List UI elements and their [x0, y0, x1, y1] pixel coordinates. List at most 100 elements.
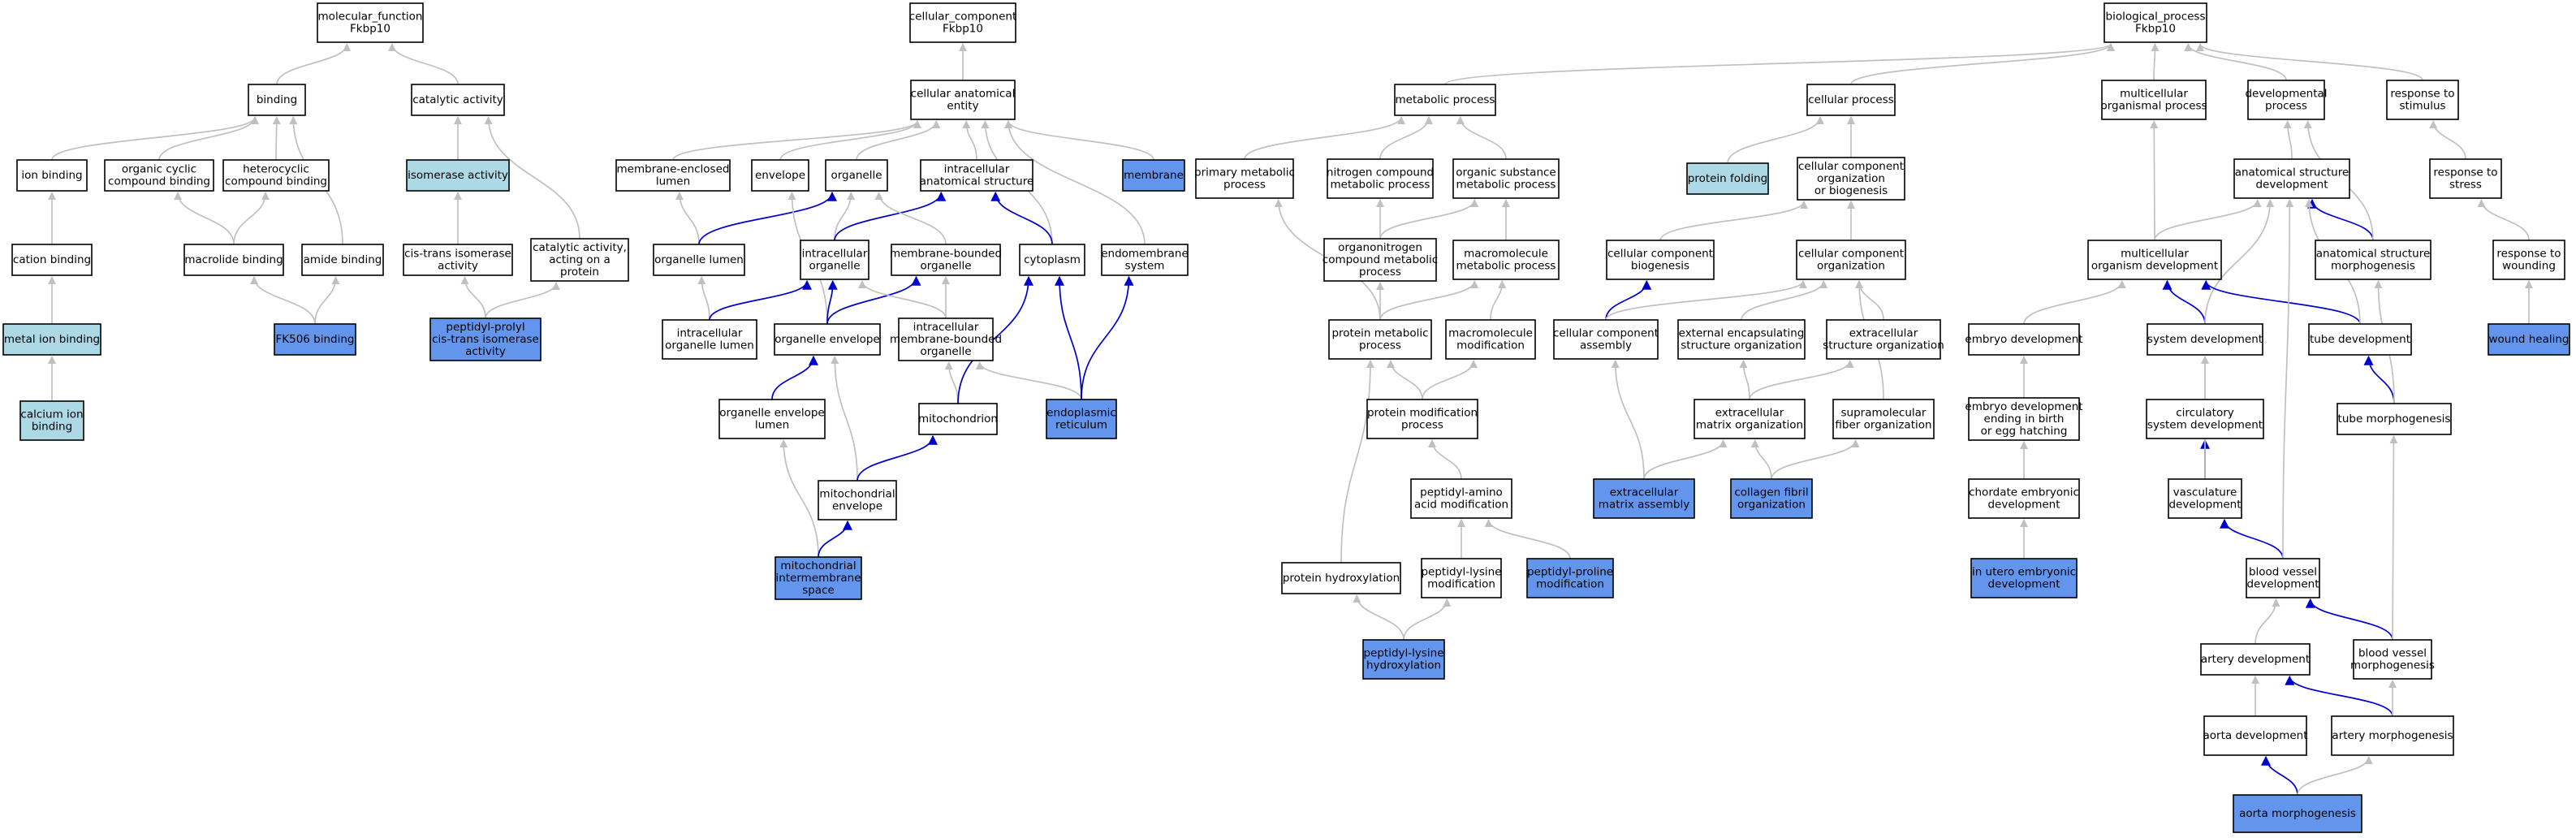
- go-term-metab[interactable]: metabolic process: [1394, 84, 1496, 116]
- go-term-label: lumen: [656, 175, 690, 188]
- go-term-box: [1677, 319, 1806, 360]
- go-term-macrolide[interactable]: macrolide binding: [183, 244, 284, 276]
- go-term-tubemorph[interactable]: tube morphogenesis: [2337, 403, 2452, 435]
- go-term-metalion[interactable]: metal ion binding: [2, 323, 101, 356]
- edge-orgenvlum-to-orgenv: [771, 355, 818, 400]
- edge-ecmorg-to-extencap: [1739, 360, 1750, 400]
- go-term-protfold[interactable]: protein folding: [1686, 162, 1769, 195]
- go-term-embryo[interactable]: embryo development: [1965, 323, 2083, 356]
- go-term-cellproc[interactable]: cellular process: [1806, 84, 1896, 116]
- edge-ionbind-to-binding: [51, 116, 259, 161]
- go-term-fk506[interactable]: FK506 binding: [274, 323, 356, 356]
- go-term-envelope[interactable]: envelope: [751, 159, 809, 192]
- go-term-binding[interactable]: binding: [248, 84, 306, 116]
- go-term-membrane[interactable]: membrane: [1122, 159, 1185, 192]
- go-term-cytoplasm[interactable]: cytoplasm: [1019, 244, 1085, 276]
- go-term-sysdev[interactable]: system development: [2147, 323, 2263, 356]
- go-term-organelle[interactable]: organelle: [825, 159, 888, 192]
- go-term-isomerase[interactable]: isomerase activity: [406, 159, 510, 192]
- go-term-amide[interactable]: amide binding: [301, 244, 384, 276]
- go-term-aortadev[interactable]: aorta development: [2203, 715, 2308, 756]
- go-term-label: anatomical structure: [2316, 248, 2431, 261]
- go-term-box: [718, 399, 826, 439]
- go-term-artdev[interactable]: artery development: [2200, 643, 2311, 676]
- go-term-ionbind[interactable]: ion binding: [16, 159, 88, 192]
- go-term-cation[interactable]: cation binding: [11, 244, 93, 276]
- go-term-catact[interactable]: catalytic activity: [411, 84, 505, 116]
- go-term-orglumen[interactable]: organelle lumen: [653, 244, 745, 276]
- go-term-label: embryo development: [1965, 333, 2082, 346]
- go-term-mito[interactable]: mitochondrion: [918, 403, 998, 435]
- go-term-label: process: [2265, 100, 2307, 113]
- go-term-aortamorph[interactable]: aorta morphogenesis: [2233, 794, 2362, 833]
- go-term-artmorph[interactable]: artery morphogenesis: [2331, 715, 2454, 756]
- go-term-prothyd[interactable]: protein hydroxylation: [1281, 562, 1401, 594]
- go-term-label: wound healing: [2488, 333, 2569, 346]
- go-term-orgenv[interactable]: organelle envelope: [774, 323, 881, 356]
- edge-macrolide-to-orgcyc: [174, 192, 235, 245]
- go-term-woundheal[interactable]: wound healing: [2488, 323, 2570, 356]
- go-term-tubedev[interactable]: tube development: [2308, 323, 2412, 356]
- go-term-box: [104, 159, 214, 192]
